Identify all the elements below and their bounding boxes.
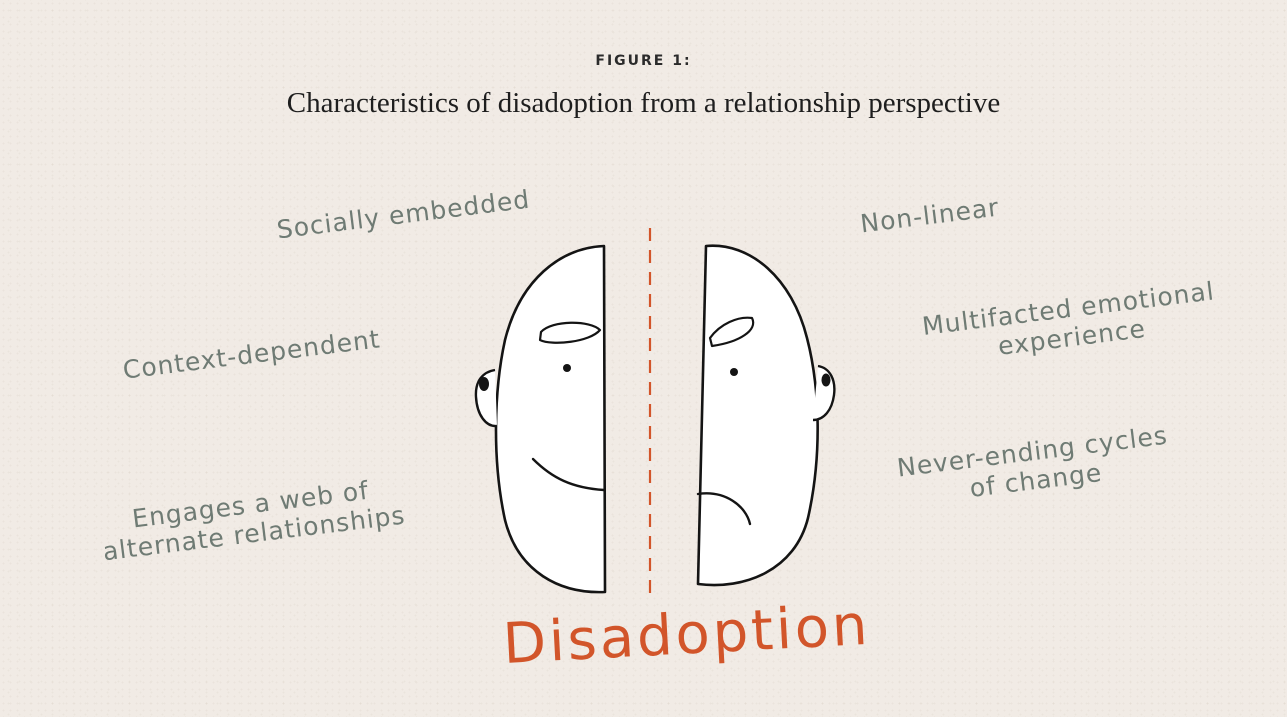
happy-half-face-icon	[476, 246, 605, 592]
disadoption-label: Disadoption	[501, 593, 872, 678]
trait-multifacted-emotional: Multifacted emotional experience	[921, 276, 1220, 369]
trait-context-dependent-text: Context-dependent	[121, 324, 382, 384]
sad-half-face-icon	[698, 246, 834, 585]
trait-never-ending-cycles: Never-ending cycles of change	[895, 421, 1172, 512]
two-faces-illustration	[440, 220, 840, 600]
trait-engages-web: Engages a web of alternate relationships	[98, 472, 407, 567]
figure-label: FIGURE 1:	[0, 53, 1287, 69]
trait-context-dependent: Context-dependent	[121, 324, 382, 384]
figure-title: Characteristics of disadoption from a re…	[0, 87, 1287, 120]
trait-non-linear-text: Non-linear	[859, 193, 1001, 239]
trait-non-linear: Non-linear	[859, 193, 1001, 239]
